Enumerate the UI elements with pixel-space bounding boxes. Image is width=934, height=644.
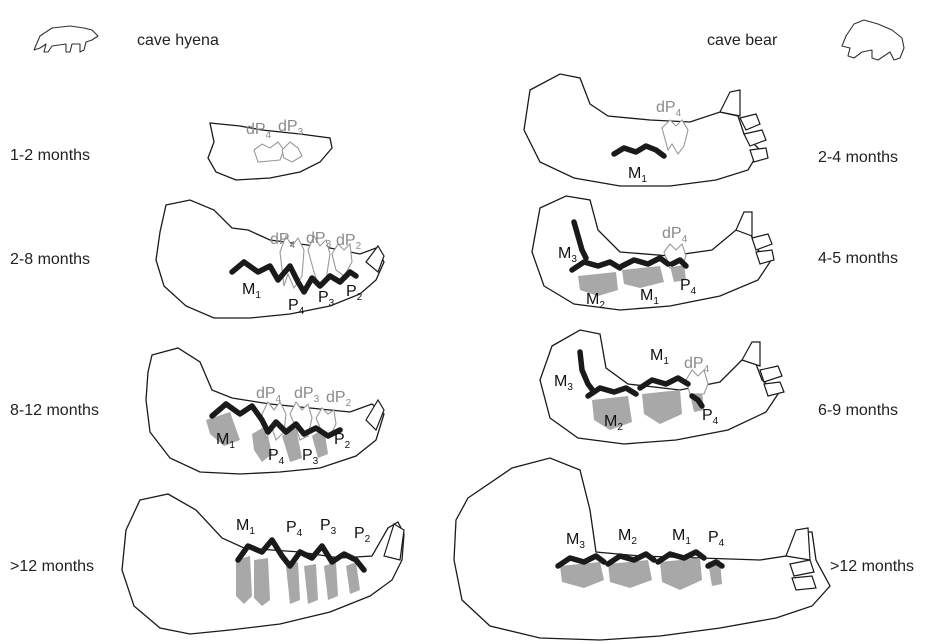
bear-age-label: 2-4 months: [818, 149, 898, 166]
hyena-jaw-adult: M1 P4 P3 P2: [122, 494, 404, 634]
bear-age-label: 4-5 months: [818, 250, 898, 267]
bear-jaw-2-4-months: dP4 M1: [524, 74, 768, 186]
hyena-age-label: 2-8 months: [10, 251, 90, 268]
hyena-jaw-8-12-months: dP4 dP3 dP2 M1 P4 P3 P2: [146, 348, 384, 474]
tooth-label-M2: M2: [618, 527, 637, 547]
tooth-label-P4: P4: [708, 529, 725, 549]
hyena-jaw-1-2-months: dP4 dP3: [208, 118, 332, 180]
hyena-age-label: 1-2 months: [10, 147, 90, 164]
tooth-label-M1: M1: [236, 517, 255, 537]
tooth-label-dP4: dP4: [662, 225, 688, 245]
bear-age-label: 6-9 months: [818, 402, 898, 419]
bear-header: cave bear: [707, 32, 778, 49]
bear-jaw-6-9-months: dP4 M1 M3 M2 P4: [540, 330, 784, 444]
tooth-label-P4: P4: [286, 519, 303, 539]
bear-jaw-adult: M3 M2 M1 P4: [454, 458, 830, 640]
hyena-header: cave hyena: [137, 32, 219, 49]
tooth-label-M1: M1: [672, 527, 691, 547]
tooth-label-dP4: dP4: [684, 355, 710, 375]
hyena-jaw-2-8-months: dP4 dP3 dP2 M1 P4 P3 P2: [156, 200, 384, 318]
hyena-silhouette-icon: [34, 26, 98, 52]
hyena-age-label: >12 months: [10, 558, 94, 575]
tooth-label-P3: P3: [320, 517, 337, 537]
tooth-label-dP3: dP3: [294, 385, 320, 405]
bear-jaw-4-5-months: dP4 M3 M2 M1 P4: [532, 196, 774, 311]
bear-silhouette-icon: [842, 20, 904, 60]
tooth-label-M1: M1: [650, 347, 669, 367]
tooth-label-dP2: dP2: [326, 389, 352, 409]
hyena-age-label: 8-12 months: [10, 402, 99, 419]
tooth-label-P2: P2: [354, 525, 371, 545]
bear-age-label: >12 months: [830, 558, 914, 575]
tooth-label-dP4: dP4: [656, 99, 682, 119]
